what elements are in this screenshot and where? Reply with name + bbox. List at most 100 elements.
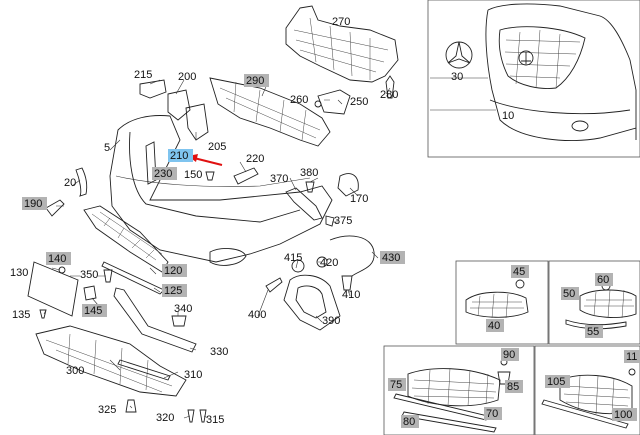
- callout-tag-grey: [162, 264, 187, 277]
- callout-number: 310: [184, 369, 202, 381]
- callout-number: 250: [350, 96, 368, 108]
- callout-130: 130: [10, 267, 28, 279]
- callout-140: 140: [46, 252, 71, 265]
- callout-tag-grey: [388, 378, 406, 391]
- callout-tag-grey: [545, 375, 570, 388]
- callout-number: 415: [284, 252, 302, 264]
- callout-320: 320: [156, 412, 174, 424]
- callout-number: 290: [246, 75, 264, 87]
- callout-number: 200: [178, 71, 196, 83]
- callout-325: 325: [98, 404, 116, 416]
- callout-labels: 5102030404550556070758085901001051112012…: [10, 16, 640, 428]
- callout-number: 375: [334, 215, 352, 227]
- callout-tag-grey: [624, 350, 640, 363]
- callout-number: 420: [320, 257, 338, 269]
- callout-number: 205: [208, 141, 226, 153]
- callout-number: 270: [332, 16, 350, 28]
- callout-205: 205: [208, 141, 226, 153]
- trim-400: [265, 277, 283, 293]
- license-plate-130: [27, 261, 79, 317]
- lower-grille-120: [83, 205, 169, 273]
- callout-380: 380: [300, 167, 318, 179]
- callout-80: 80: [401, 415, 419, 428]
- screw-280: [385, 75, 395, 99]
- callout-90: 90: [501, 348, 519, 361]
- bolt-320: [187, 409, 195, 423]
- strip-310: [117, 359, 171, 381]
- callout-number: 300: [66, 365, 84, 377]
- callout-tag-grey: [152, 167, 177, 180]
- callout-230: 230: [152, 167, 177, 180]
- callout-215: 215: [134, 69, 152, 81]
- bracket-220: [233, 167, 259, 185]
- callout-number: 350: [80, 269, 98, 281]
- grille-insert-70: [407, 367, 501, 407]
- inset-frame-grille-right: [534, 345, 640, 435]
- clip-45: [515, 279, 525, 289]
- callout-number: 340: [174, 303, 192, 315]
- callout-number: 30: [451, 71, 463, 83]
- callout-number: 315: [206, 414, 224, 426]
- callout-170: 170: [350, 193, 368, 205]
- callout-number: 280: [380, 89, 398, 101]
- callout-250: 250: [350, 96, 368, 108]
- callout-tag-blue: [168, 149, 193, 162]
- callout-number: 70: [486, 408, 498, 420]
- callout-number: 220: [246, 153, 264, 165]
- callout-350: 350: [80, 269, 98, 281]
- callout-number: 55: [587, 326, 599, 338]
- callout-300: 300: [66, 365, 84, 377]
- harness-430: [329, 235, 375, 277]
- clip-110: [628, 368, 636, 376]
- callout-135: 135: [12, 309, 30, 321]
- clip-380: [305, 181, 315, 193]
- callout-number: 100: [614, 409, 632, 421]
- callout-number: 75: [390, 379, 402, 391]
- callout-100: 100: [612, 408, 637, 421]
- callout-375: 375: [334, 215, 352, 227]
- star-emblem: [445, 41, 473, 69]
- callout-tag-grey: [585, 325, 603, 338]
- callout-number: 230: [154, 168, 172, 180]
- foglight-cover-50: [579, 289, 637, 319]
- inset-frame-foglight-right: [548, 260, 640, 345]
- callout-number: 105: [547, 376, 565, 388]
- callout-tag-grey: [22, 197, 47, 210]
- callout-420: 420: [320, 257, 338, 269]
- callout-220: 220: [246, 153, 264, 165]
- callout-number: 5: [104, 142, 110, 154]
- trim-105: [541, 399, 629, 429]
- callout-50: 50: [561, 287, 579, 300]
- clip-350: [103, 269, 113, 283]
- callout-number: 215: [134, 69, 152, 81]
- callout-40: 40: [486, 319, 504, 332]
- callout-number: 90: [503, 349, 515, 361]
- callout-280: 280: [380, 89, 398, 101]
- callout-260: 260: [290, 94, 308, 106]
- callout-number: 145: [84, 305, 102, 317]
- callout-120: 120: [162, 264, 187, 277]
- callout-number: 140: [48, 253, 66, 265]
- callout-tag-grey: [505, 380, 523, 393]
- callout-number: 150: [184, 169, 202, 181]
- callout-tag-grey: [82, 304, 107, 317]
- callout-330: 330: [210, 346, 228, 358]
- callout-400: 400: [248, 309, 266, 321]
- bracket-200: [167, 89, 191, 121]
- callout-number: 10: [502, 110, 514, 122]
- callout-210: 210: [168, 149, 193, 162]
- callout-30: 30: [451, 71, 463, 83]
- callout-number: 125: [164, 285, 182, 297]
- trim-55: [565, 319, 627, 330]
- callout-415: 415: [284, 252, 302, 264]
- callout-number: 410: [342, 289, 360, 301]
- callout-75: 75: [388, 378, 406, 391]
- callout-370: 370: [270, 173, 288, 185]
- callout-number: 170: [350, 193, 368, 205]
- callout-number: 210: [170, 150, 188, 162]
- callout-number: 60: [597, 274, 609, 286]
- bracket-205: [185, 103, 209, 141]
- callout-number: 20: [64, 177, 76, 189]
- callout-200: 200: [178, 71, 196, 83]
